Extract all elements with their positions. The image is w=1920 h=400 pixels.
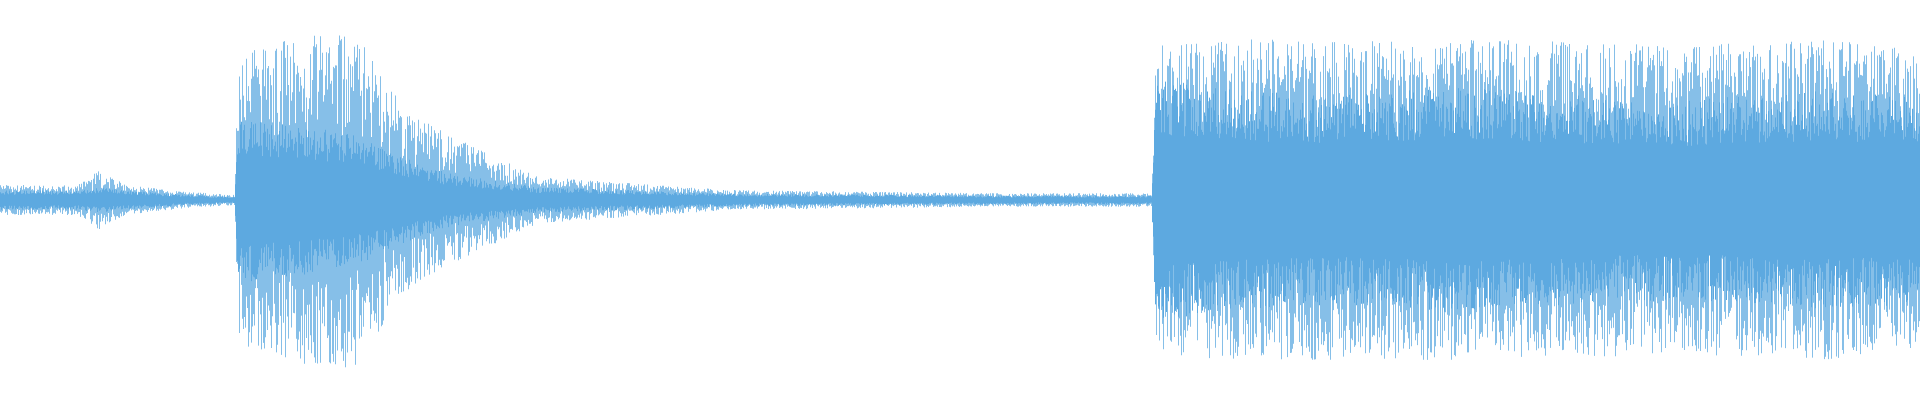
- waveform-body: [0, 81, 1920, 318]
